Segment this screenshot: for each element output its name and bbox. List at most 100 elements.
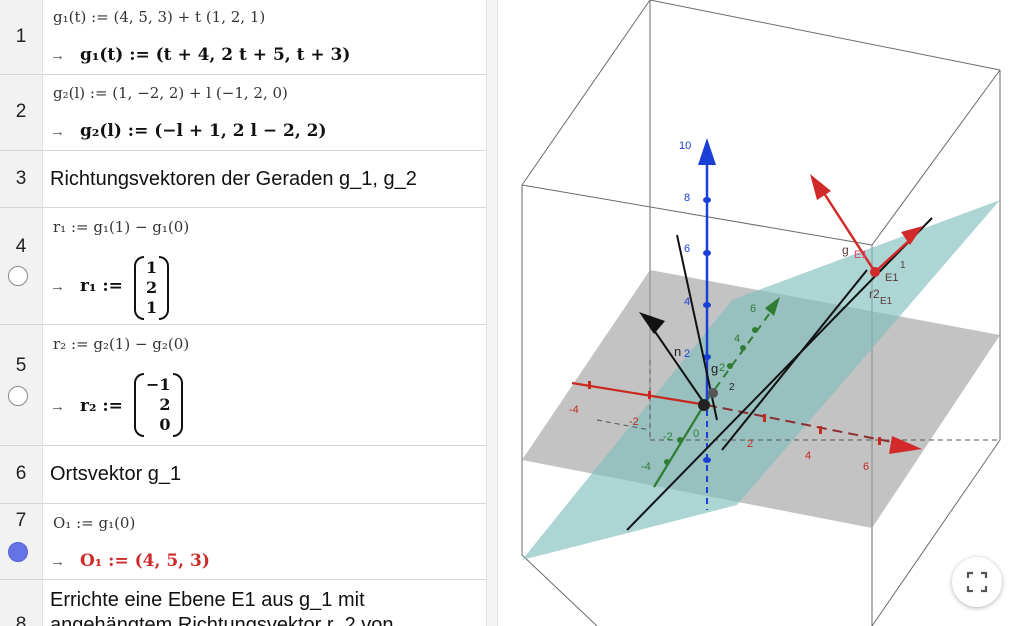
vector-component: 2	[146, 278, 158, 297]
output-vector: 1 2 1	[134, 256, 170, 320]
label-n: n	[674, 344, 681, 359]
label-g: g	[711, 361, 718, 376]
row-gutter	[0, 151, 43, 207]
bracket-left	[134, 373, 144, 437]
output-value: g₂(l) := (−l + 1, 2 l − 2, 2)	[80, 121, 327, 141]
y-tick-label: -4	[641, 461, 651, 473]
visibility-toggle[interactable]	[8, 386, 28, 406]
bracket-right	[172, 373, 183, 437]
bracket-right	[159, 256, 170, 320]
row-gutter	[0, 446, 43, 503]
definition-input[interactable]: O₁ := g₁(0)	[53, 514, 136, 532]
x-axis-arrowhead	[889, 436, 922, 454]
x-tick-label: 6	[863, 461, 869, 473]
point-E1[interactable]	[870, 267, 880, 277]
x-axis-hidden	[706, 404, 898, 444]
algebra-row-6[interactable]: 6 Ortsvektor g_1	[0, 446, 486, 504]
label-E1-pink: E1	[854, 249, 867, 261]
z-tick-label: 4	[684, 296, 690, 308]
output-arrow: →	[50, 278, 65, 295]
output-name: r₂ :=	[80, 396, 123, 416]
algebra-row-5[interactable]: 5 r₂ := g₂(1) − g₂(0) → r₂ := −1 2 0	[0, 325, 486, 446]
text-item-line-2[interactable]: angehängtem Richtungsvektor r_2 von	[50, 614, 394, 626]
label-g-top: g	[842, 243, 849, 257]
definition-input[interactable]: r₂ := g₂(1) − g₂(0)	[53, 335, 190, 353]
text-item-line-1[interactable]: Errichte eine Ebene E1 aus g_1 mit	[50, 589, 365, 611]
hidden-lines	[596, 360, 1000, 441]
y-tick-marks	[664, 327, 758, 465]
vector-component: 0	[159, 415, 171, 434]
algebra-row-1[interactable]: 1 g₁(t) := (4, 5, 3) + t (1, 2, 1) → g₁(…	[0, 0, 486, 75]
x-axis	[571, 381, 708, 407]
label-r2-sub: E1	[880, 296, 893, 307]
output-arrow: →	[50, 47, 65, 64]
x-tick-label: 2	[747, 438, 753, 450]
z-axis-arrowhead	[698, 138, 716, 165]
y-tick-label: 2	[719, 362, 725, 374]
x-tick-label: -4	[569, 404, 579, 416]
y-tick-label: -2	[663, 431, 673, 443]
vector-r1[interactable]	[818, 186, 877, 273]
row-number: 2	[15, 101, 27, 122]
algebra-scrollbar[interactable]	[486, 0, 498, 626]
graphics-3d-view[interactable]: 10 8 6 4 2 -4 -2 2 4 6 6 4 2 -2 -4 0 n g	[497, 0, 1024, 626]
text-item[interactable]: Richtungsvektoren der Geraden g_1, g_2	[50, 168, 417, 190]
definition-input[interactable]: g₁(t) := (4, 5, 3) + t (1, 2, 1)	[53, 8, 266, 26]
output-value: O₁ := (4, 5, 3)	[80, 551, 210, 571]
row-number: 5	[15, 355, 27, 376]
z-tick-label: 2	[684, 348, 690, 360]
teal-plane-E1[interactable]	[522, 200, 1000, 560]
fullscreen-button[interactable]	[952, 557, 1002, 607]
point-near-origin[interactable]	[708, 388, 718, 398]
label-r2: r2	[869, 287, 880, 301]
line-g-lower[interactable]	[721, 269, 868, 451]
vector-r2[interactable]	[874, 237, 913, 273]
row-number: 3	[15, 168, 27, 189]
row-number: 6	[15, 463, 27, 484]
fullscreen-icon	[966, 571, 988, 593]
output-arrow: →	[50, 398, 65, 415]
algebra-row-8[interactable]: 8 Errichte eine Ebene E1 aus g_1 mit ang…	[0, 580, 486, 626]
line-n[interactable]	[646, 319, 703, 401]
label-E1: E1	[885, 272, 898, 284]
row-gutter	[0, 0, 43, 74]
output-arrow: →	[50, 123, 65, 140]
x-tick-label: -2	[629, 416, 639, 428]
point-origin[interactable]	[698, 399, 710, 411]
row-gutter	[0, 75, 43, 150]
z-tick-marks	[703, 197, 711, 463]
row-number: 8	[15, 614, 27, 626]
z-tick-label: 8	[684, 192, 690, 204]
vector-component: 2	[159, 395, 171, 414]
text-item[interactable]: Ortsvektor g_1	[50, 463, 182, 485]
origin-label: 0	[693, 428, 699, 440]
bracket-left	[134, 256, 144, 320]
z-tick-label: 6	[684, 243, 690, 255]
row-gutter	[0, 504, 43, 579]
row-number: 4	[15, 236, 27, 257]
algebra-row-4[interactable]: 4 r₁ := g₁(1) − g₁(0) → r₁ := 1 2 1	[0, 208, 486, 325]
vector-component: 1	[146, 258, 158, 277]
visibility-toggle[interactable]	[8, 542, 28, 562]
algebra-row-7[interactable]: 7 O₁ := g₁(0) → O₁ := (4, 5, 3)	[0, 504, 486, 580]
label-one: 1	[900, 260, 906, 271]
y-axis-arrowhead	[765, 297, 780, 316]
row-number: 1	[15, 26, 27, 47]
row-number: 7	[15, 510, 27, 531]
definition-input[interactable]: g₂(l) := (1, −2, 2) + l (−1, 2, 0)	[53, 84, 288, 102]
vector-r2-arrowhead	[901, 226, 923, 245]
algebra-row-3[interactable]: 3 Richtungsvektoren der Geraden g_1, g_2	[0, 151, 486, 208]
x-tick-marks	[588, 381, 881, 445]
y-tick-label: 4	[734, 333, 740, 345]
vector-component: −1	[146, 375, 171, 394]
output-value: g₁(t) := (t + 4, 2 t + 5, t + 3)	[80, 45, 351, 65]
row-gutter	[0, 325, 43, 445]
output-vector: −1 2 0	[134, 373, 183, 437]
vector-component: 1	[146, 298, 158, 317]
y-tick-label: 6	[750, 303, 756, 315]
definition-input[interactable]: r₁ := g₁(1) − g₁(0)	[53, 218, 190, 236]
algebra-row-2[interactable]: 2 g₂(l) := (1, −2, 2) + l (−1, 2, 0) → g…	[0, 75, 486, 151]
y-axis	[653, 399, 708, 488]
visibility-toggle[interactable]	[8, 266, 28, 286]
line-g1[interactable]	[626, 217, 933, 531]
